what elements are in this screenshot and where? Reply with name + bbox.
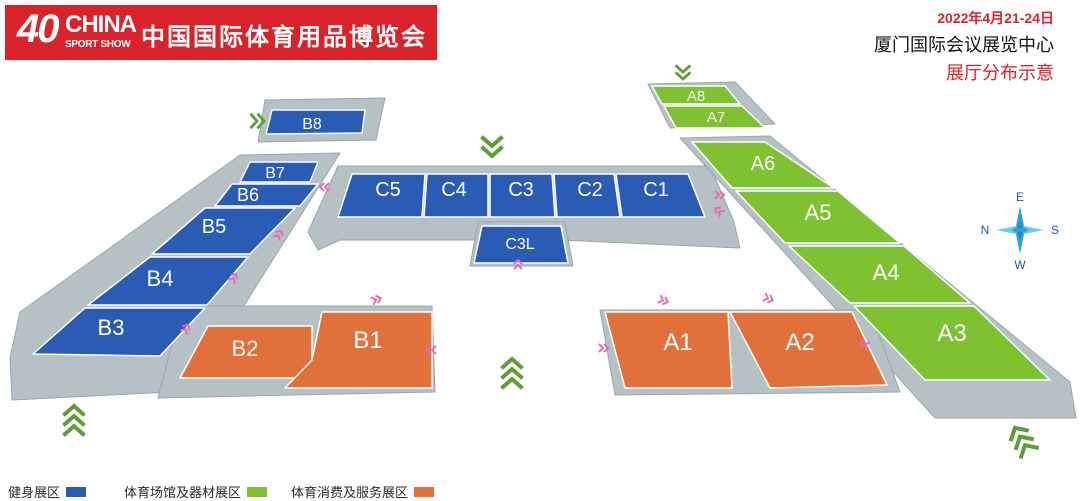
zone-legend: 健身展区 体育场馆及器材展区 体育消费及服务展区 xyxy=(8,482,435,501)
hall-label-b1: B1 xyxy=(353,327,382,354)
legend-item-consumer: 体育消费及服务展区 xyxy=(291,482,435,501)
hall-a4 xyxy=(788,245,971,304)
hall-b6 xyxy=(214,183,319,207)
hall-label-a8: A8 xyxy=(687,88,705,105)
hall-label-c5: C5 xyxy=(375,179,401,201)
event-venue: 厦门国际会议展览中心 xyxy=(874,35,1054,55)
legend-label-venue: 体育场馆及器材展区 xyxy=(124,485,242,500)
hall-label-c4: C4 xyxy=(441,179,467,201)
compass-label-n: N xyxy=(981,223,990,237)
hall-label-a6: A6 xyxy=(751,153,775,175)
legend-label-consumer: 体育消费及服务展区 xyxy=(291,485,409,500)
hall-label-b6: B6 xyxy=(237,185,259,205)
legend-label-fitness: 健身展区 xyxy=(8,485,61,500)
map-caption: 展厅分布示意 xyxy=(946,63,1054,83)
compass-needle-e xyxy=(1016,206,1024,230)
hall-b5 xyxy=(151,207,296,255)
legend-item-venue: 体育场馆及器材展区 xyxy=(124,482,268,501)
hall-label-a4: A4 xyxy=(873,260,900,285)
hall-label-b4: B4 xyxy=(147,266,174,291)
entrance-arrow-north xyxy=(481,136,503,158)
hall-labels: B8 B7 B6 B5 B4 B3 C5 C4 C3 C2 C1 C3L B2 … xyxy=(98,88,967,361)
hall-label-b8: B8 xyxy=(302,116,322,133)
exhibition-halls xyxy=(32,85,1051,389)
hall-a2 xyxy=(729,311,888,389)
hall-label-c3: C3 xyxy=(508,179,534,201)
event-info: 2022年4月21-24日 厦门国际会议展览中心 展厅分布示意 xyxy=(874,8,1054,85)
hall-label-a7: A7 xyxy=(707,109,725,126)
hall-a6 xyxy=(691,141,835,189)
door-arrow xyxy=(369,293,384,306)
hall-a3 xyxy=(853,305,1051,381)
legend-swatch-fitness xyxy=(66,486,87,497)
hall-b8 xyxy=(265,109,366,135)
hall-label-b2: B2 xyxy=(232,336,259,361)
hall-c3l xyxy=(473,225,569,264)
door-arrow xyxy=(319,182,330,192)
hall-c5 xyxy=(337,173,426,218)
hall-label-c1: C1 xyxy=(643,179,669,201)
compass-label-e: E xyxy=(1016,190,1024,204)
logo-brand: CHINA xyxy=(65,11,137,38)
hall-label-a2: A2 xyxy=(785,329,814,356)
compass-center xyxy=(1011,221,1029,239)
compass-needle-w xyxy=(1016,230,1024,254)
entrance-arrow-center xyxy=(501,357,523,389)
door-arrow xyxy=(761,292,776,305)
entrance-arrow-southwest xyxy=(63,404,85,436)
hall-label-a1: A1 xyxy=(663,329,692,356)
hall-label-c3l: C3L xyxy=(505,236,534,253)
hall-label-b3: B3 xyxy=(98,315,125,340)
legend-item-fitness: 健身展区 xyxy=(8,482,87,501)
hall-label-a5: A5 xyxy=(805,200,832,225)
hall-c3 xyxy=(489,173,556,218)
logo-subtitle: SPORT SHOW xyxy=(65,39,131,50)
page-title: 中国国际体育用品博览会 xyxy=(141,24,427,51)
compass-rose: E N S W xyxy=(981,190,1059,272)
hall-label-c2: C2 xyxy=(577,179,603,201)
logo-number: 40 xyxy=(17,7,59,51)
hall-b4 xyxy=(87,256,249,306)
hall-a8 xyxy=(651,85,741,105)
hall-b3 xyxy=(32,307,206,357)
door-arrow xyxy=(656,294,671,307)
hall-a7 xyxy=(663,105,766,129)
hall-label-a3: A3 xyxy=(937,320,966,347)
hall-c1 xyxy=(615,173,706,218)
hall-c2 xyxy=(553,173,621,218)
compass-label-s: S xyxy=(1051,223,1059,237)
compass-label-w: W xyxy=(1014,258,1026,272)
entrance-arrow-a8 xyxy=(675,65,691,81)
hall-a5 xyxy=(735,190,901,244)
compass-needle-n xyxy=(996,226,1020,234)
hall-label-b5: B5 xyxy=(202,216,226,238)
compass-needle-s xyxy=(1020,226,1044,234)
hall-b7 xyxy=(239,161,319,183)
entrance-arrow-southeast xyxy=(1005,421,1039,459)
event-date: 2022年4月21-24日 xyxy=(937,10,1054,26)
logo-banner: 40 CHINA SPORT SHOW 中国国际体育用品博览会 xyxy=(5,5,437,60)
hall-c4 xyxy=(423,173,489,218)
hall-b1 xyxy=(284,311,433,389)
legend-swatch-consumer xyxy=(414,486,435,497)
legend-swatch-venue xyxy=(247,486,268,497)
hall-a1 xyxy=(604,311,733,389)
hall-label-b7: B7 xyxy=(265,165,285,182)
